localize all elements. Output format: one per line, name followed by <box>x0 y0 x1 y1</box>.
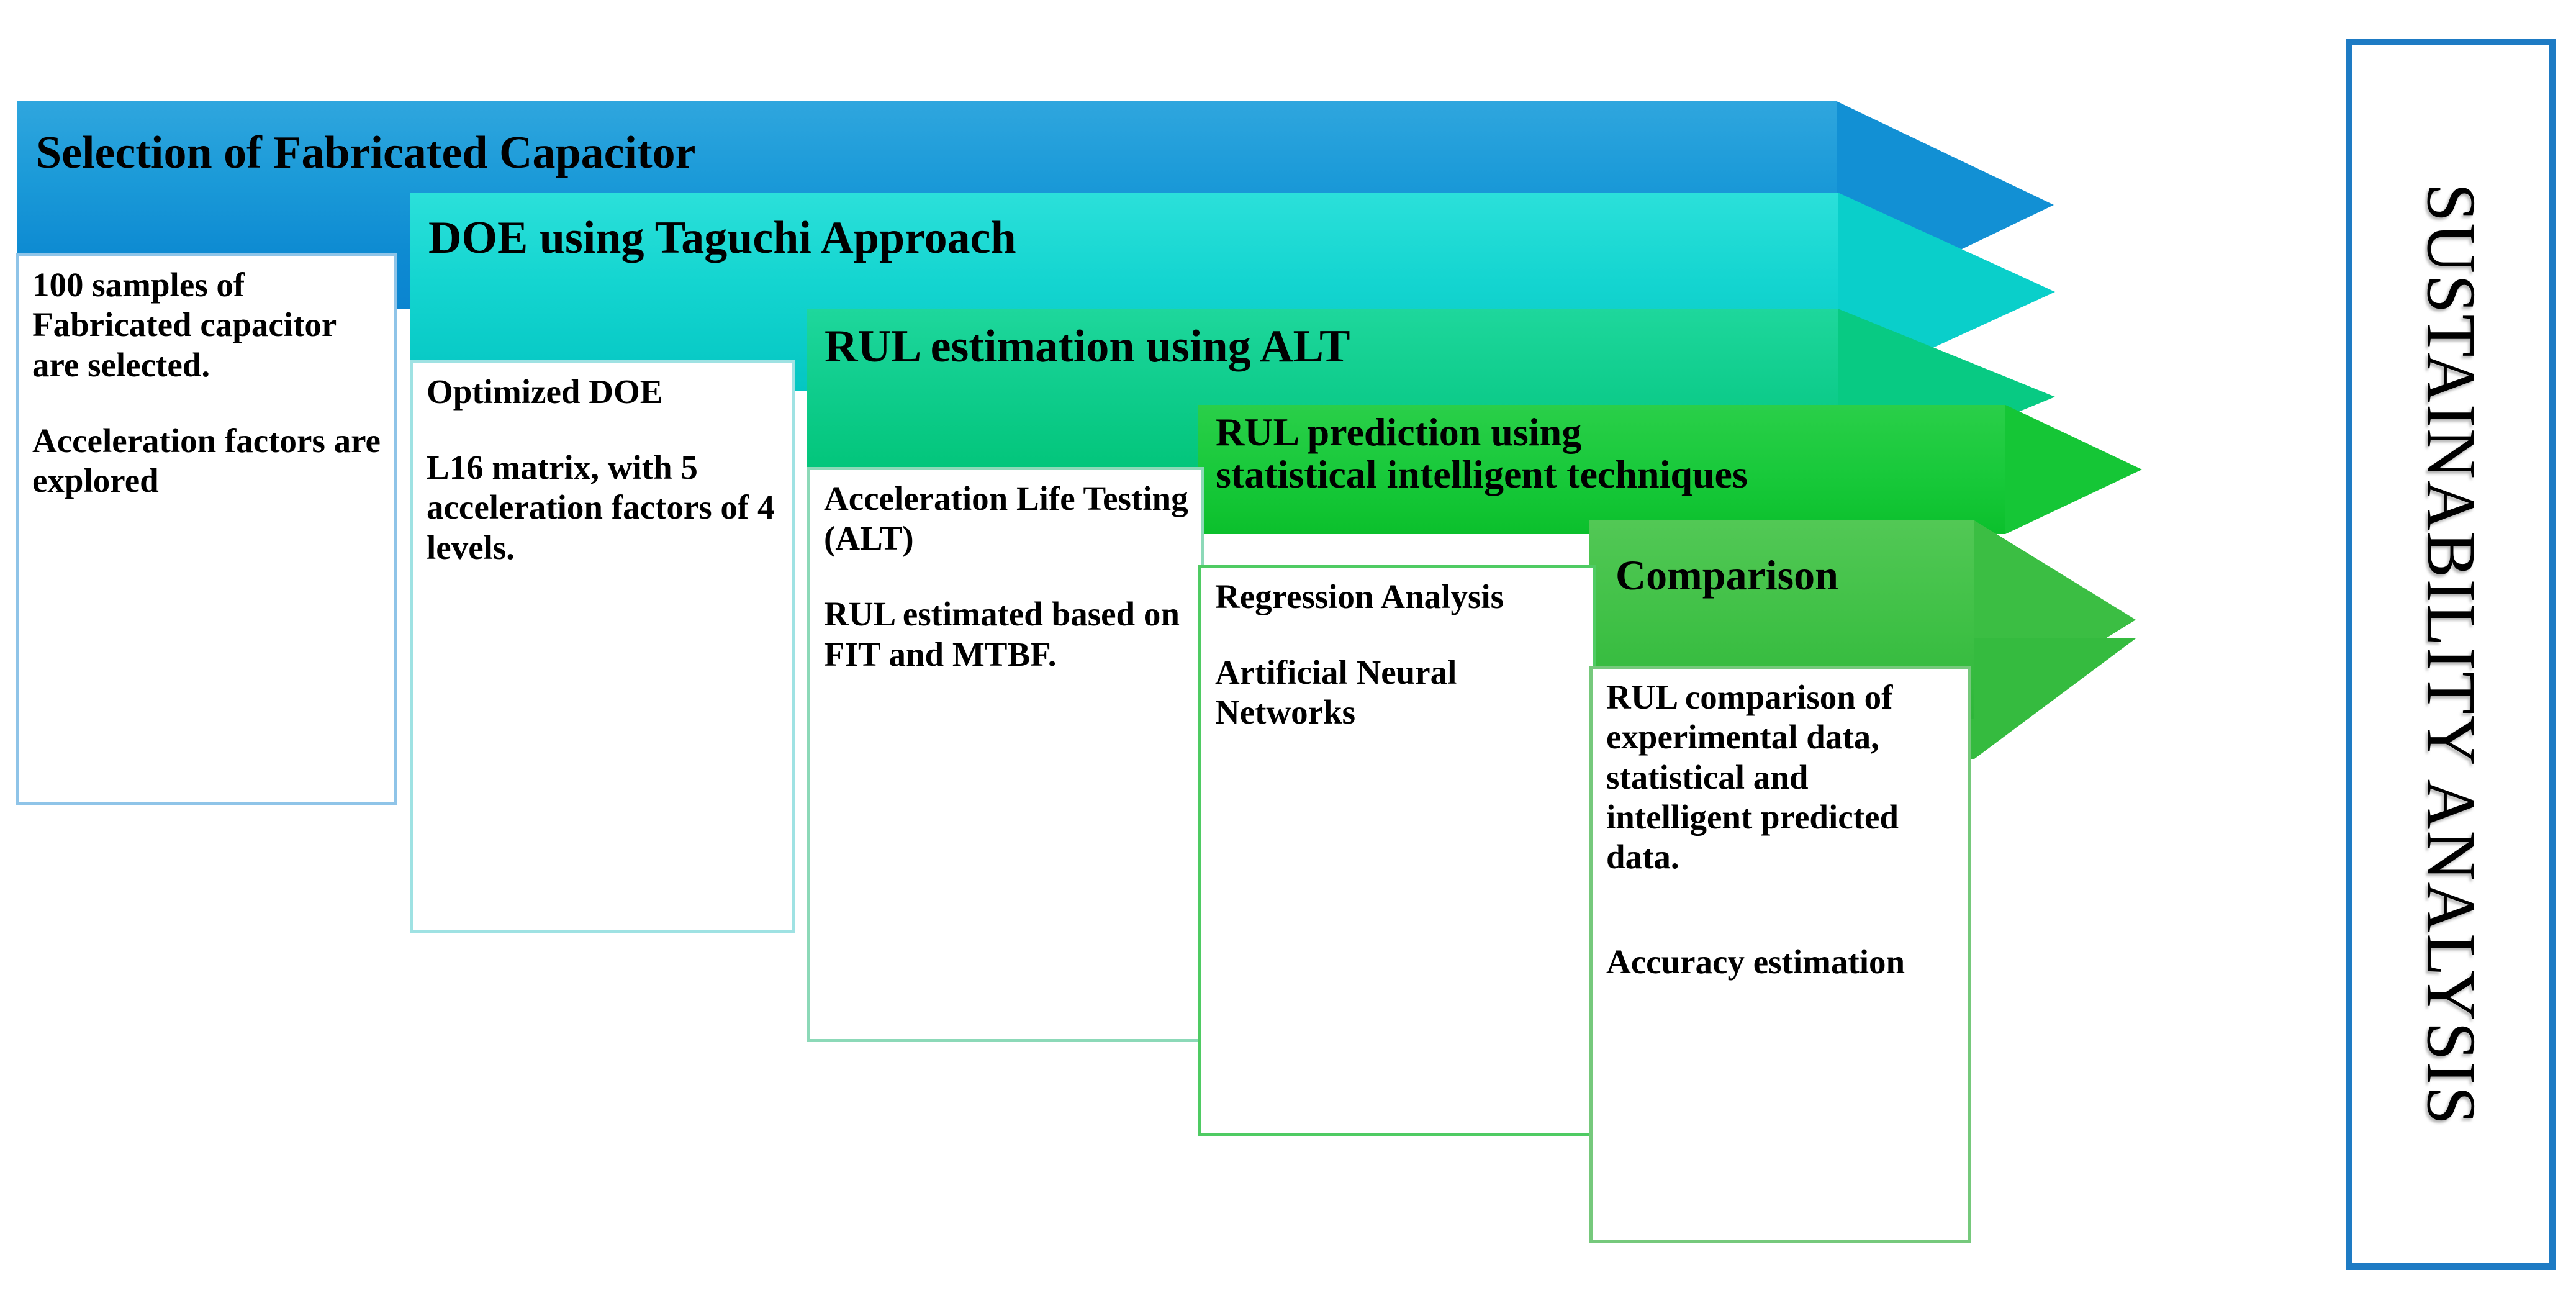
detail-line: Acceleration Life Testing (ALT) <box>824 479 1188 558</box>
process-arrow-2-label: DOE using Taguchi Approach <box>428 212 1016 263</box>
detail-line: Artificial Neural Networks <box>1215 653 1457 732</box>
detail-line: RUL estimated based on FIT and MTBF. <box>824 595 1180 673</box>
process-arrow-1-label: Selection of Fabricated Capacitor <box>36 127 696 178</box>
arrow-4-head <box>2005 405 2142 534</box>
detail-box-5-lines: RUL comparison of experimental data, sta… <box>1606 678 1962 982</box>
detail-line: 100 samples of Fabricated capacitor are … <box>32 266 337 384</box>
detail-line: Regression Analysis <box>1215 578 1504 615</box>
detail-box-4[interactable]: Regression Analysis Artificial Neural Ne… <box>1198 565 1596 1136</box>
detail-box-2-lines: Optimized DOE L16 matrix, with 5 acceler… <box>427 372 785 568</box>
detail-line: RUL comparison of experimental data, sta… <box>1606 678 1899 876</box>
sustainability-analysis-panel[interactable]: SUSTAINABILITY ANALYSIS <box>2346 39 2556 1270</box>
detail-box-5[interactable]: RUL comparison of experimental data, sta… <box>1589 666 1971 1243</box>
detail-box-3[interactable]: Acceleration Life Testing (ALT) RUL esti… <box>807 467 1204 1042</box>
detail-line: Accuracy estimation <box>1606 943 1905 981</box>
detail-line: L16 matrix, with 5 acceleration factors … <box>427 448 775 566</box>
detail-line: Optimized DOE <box>427 373 663 411</box>
process-arrow-4-label: RUL prediction using statistical intelli… <box>1216 410 1748 497</box>
detail-line: Acceleration factors are explored <box>32 421 381 500</box>
sustainability-analysis-label: SUSTAINABILITY ANALYSIS <box>2412 183 2490 1126</box>
arrow-5-tail-head <box>1974 638 2136 759</box>
process-arrow-3-label: RUL estimation using ALT <box>825 321 1350 372</box>
detail-box-3-lines: Acceleration Life Testing (ALT) RUL esti… <box>824 479 1195 674</box>
detail-box-1[interactable]: 100 samples of Fabricated capacitor are … <box>16 253 397 805</box>
detail-box-4-lines: Regression Analysis Artificial Neural Ne… <box>1215 577 1586 733</box>
detail-box-1-lines: 100 samples of Fabricated capacitor are … <box>32 265 388 501</box>
arrow-4-body <box>1198 405 2005 534</box>
detail-box-2[interactable]: Optimized DOE L16 matrix, with 5 acceler… <box>410 360 795 933</box>
process-arrow-4[interactable]: RUL prediction using statistical intelli… <box>1198 405 2142 534</box>
process-arrow-5-label: Comparison <box>1616 551 1838 599</box>
